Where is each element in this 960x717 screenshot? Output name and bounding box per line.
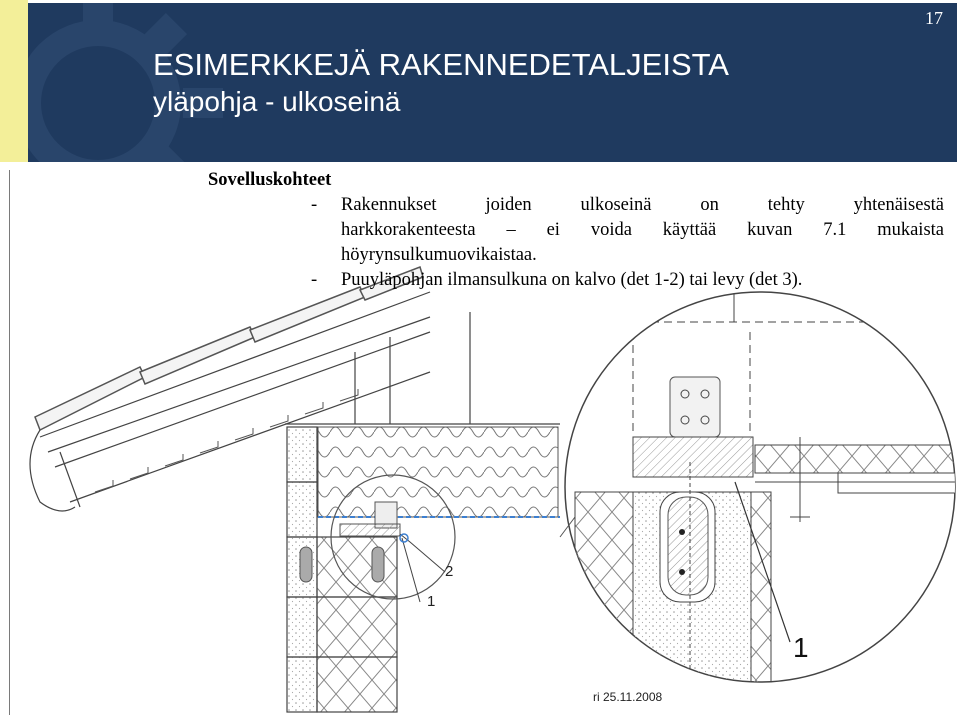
label-small-1: 1 [427, 593, 436, 610]
bullet-text-line: höyrynsulkumuovikaistaa. [341, 245, 537, 265]
bullet-item-continuation: höyrynsulkumuovikaistaa. [208, 243, 944, 268]
slide-subtitle: yläpohja - ulkoseinä [153, 86, 401, 117]
bullet-dash: - [311, 195, 318, 215]
content-text: Sovelluskohteet - Rakennukset joiden ulk… [208, 168, 944, 293]
construction-detail-drawing [29, 266, 956, 713]
yellow-accent-strip [0, 0, 28, 162]
bullet-item-continuation: harkkorakenteesta – ei voida käyttää kuv… [208, 218, 944, 243]
roof-battens [94, 389, 359, 493]
bullet-item: - Puuyläpohjan ilmansulkuna on kalvo (de… [208, 268, 944, 293]
page-number: 17 [925, 8, 943, 28]
gear-watermark-icon [28, 3, 223, 162]
detail-circle-small [330, 474, 456, 600]
bullet-text-line: harkkorakenteesta – ei voida käyttää kuv… [341, 220, 944, 240]
bullet-item: - Rakennukset joiden ulkoseinä on tehty … [208, 193, 944, 218]
header-band [28, 3, 957, 162]
bullet-dash: - [311, 270, 318, 290]
label-large-1: 1 [793, 632, 809, 663]
section-heading: Sovelluskohteet [208, 170, 332, 190]
masonry-wall [286, 426, 398, 713]
slide-title: ESIMERKKEJÄ RAKENNEDETALJEISTA [153, 47, 729, 82]
content-frame [9, 170, 958, 715]
bullet-text-line: Puuyläpohjan ilmansulkuna on kalvo (det … [341, 270, 803, 290]
bullet-text-line: Rakennukset joiden ulkoseinä on tehty yh… [341, 195, 944, 215]
ceiling-insulation [317, 426, 559, 518]
label-small-2: 2 [445, 563, 454, 580]
roof-tiles [34, 266, 424, 432]
slide-header: ESIMERKKEJÄ RAKENNEDETALJEISTA yläpohja … [0, 0, 960, 162]
footer-date: ri 25.11.2008 [593, 690, 663, 704]
